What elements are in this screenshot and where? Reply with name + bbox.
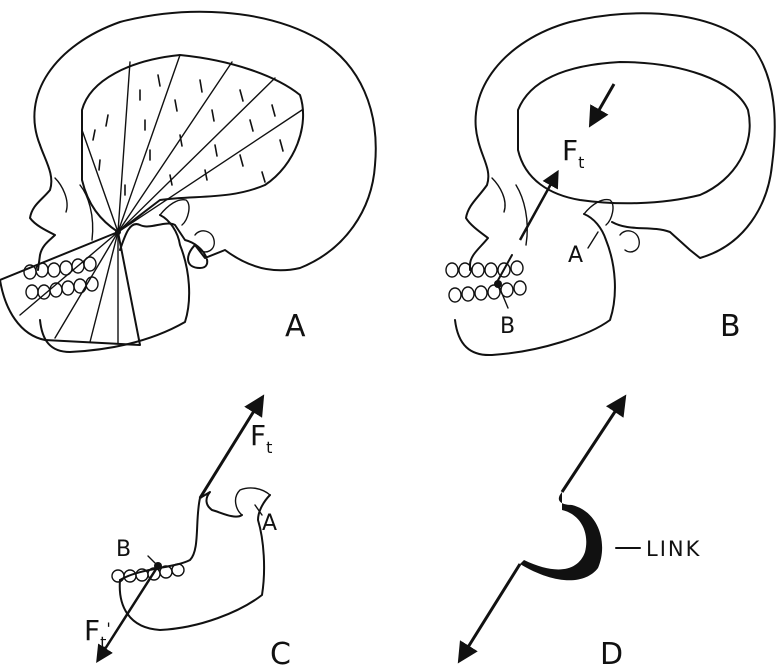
mandible-c (120, 495, 270, 630)
panel-label-c: C (270, 637, 291, 671)
face-profile-a (30, 145, 55, 270)
mandible-b (455, 214, 615, 355)
panel-a: A (0, 12, 376, 352)
teeth-b (446, 261, 526, 302)
panel-c: Ft Ft' B A C (84, 398, 291, 671)
force-arrow-up-d (562, 398, 624, 492)
reaction-arrow-c (98, 566, 158, 660)
force-label-b: Ft (562, 134, 584, 172)
point-b-label-c: B (116, 537, 131, 562)
panel-label-b: B (720, 309, 741, 344)
link-shape (520, 492, 602, 580)
force-arrow-down-d (460, 564, 520, 660)
link-label: LINK (646, 537, 701, 561)
skull-outline-b (476, 13, 775, 258)
masseter-fan (0, 232, 140, 345)
point-a-label-b: A (568, 243, 583, 268)
panel-d: LINK D (460, 398, 701, 671)
arrow-into-muscle (591, 84, 614, 124)
point-b-label-b: B (500, 314, 515, 339)
origin-point-a (115, 229, 121, 235)
panel-b: Ft B A B (446, 13, 775, 355)
force-label-c: Ft (250, 419, 272, 457)
panel-label-d: D (600, 637, 623, 671)
teeth-c (112, 564, 184, 582)
teeth-a (24, 257, 98, 299)
temporalis-muscle (82, 55, 303, 232)
face-profile-b (466, 140, 488, 270)
point-a-label-c: A (262, 511, 277, 536)
panel-label-a: A (285, 309, 306, 344)
